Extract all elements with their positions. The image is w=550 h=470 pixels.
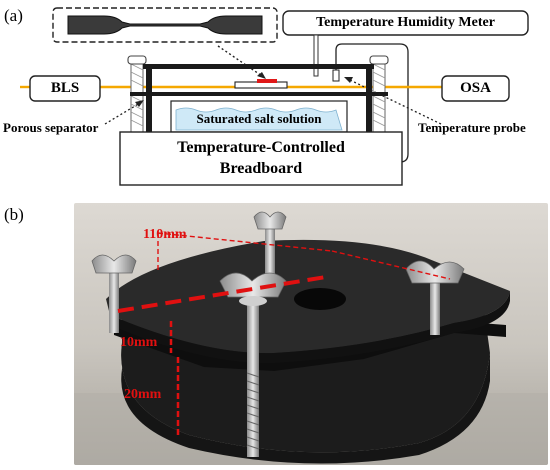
bolt-left (109, 265, 119, 333)
osa-box (441, 75, 510, 102)
bls-label: BLS (50, 80, 80, 96)
bolt-right (430, 273, 440, 335)
wing-nut-left (91, 254, 137, 274)
breadboard-label-line2: Breadboard (219, 159, 303, 177)
solution-label: Saturated salt solution (196, 111, 322, 126)
schematic-diagram (20, 7, 529, 186)
temperature-humidity-meter-box (282, 10, 529, 36)
dim-10mm-label: 10mm (120, 335, 158, 350)
right-post (366, 64, 372, 132)
left-wing-nut (127, 55, 147, 65)
probe-pointer-line (349, 79, 442, 125)
porous-separator-label: Porous separator (3, 120, 99, 135)
meter-label: Temperature Humidity Meter (316, 15, 495, 30)
device-photograph (74, 203, 548, 465)
dim-110mm-label: 110mm (143, 227, 187, 242)
central-hole (294, 288, 346, 310)
bolt-back (265, 227, 275, 279)
washer-front (239, 296, 267, 306)
breadboard-box (119, 131, 403, 186)
dim-110-diameter-line (117, 275, 327, 313)
inset-pointer-arrowhead (257, 72, 266, 79)
osa-label: OSA (460, 80, 491, 96)
specimen-inset-dashed-box (52, 7, 278, 43)
left-bolt-thread (130, 63, 144, 127)
temperature-probe-head (332, 69, 340, 82)
bls-box (29, 75, 101, 102)
probe-pointer-arrowhead (344, 77, 353, 83)
device-photo-illustration (74, 203, 548, 465)
panel-b-label: (b) (4, 205, 24, 224)
temperature-probe-label: Temperature probe (418, 120, 526, 135)
meter-lead (313, 34, 319, 77)
separator-pointer-arrowhead (135, 100, 144, 107)
right-bolt-thread (372, 63, 386, 127)
middle-plate (130, 92, 388, 96)
dim-110-top-guide (157, 232, 333, 252)
wing-nut-right (405, 260, 465, 284)
bolt-front-thread (246, 372, 260, 450)
dim-110-right-guide (331, 250, 451, 280)
top-plate (143, 64, 374, 69)
sample (257, 79, 277, 83)
inset-pointer-line (217, 45, 263, 77)
saturated-salt-solution (175, 107, 343, 131)
right-wing-nut (369, 55, 389, 65)
probe-cable (335, 43, 409, 163)
breadboard-label-line1: Temperature-Controlled (177, 138, 345, 156)
dogbone-specimen (67, 15, 263, 35)
wing-nut-back (253, 211, 287, 230)
left-post (146, 64, 152, 132)
panel-a-label: (a) (4, 6, 23, 25)
dim-20mm-label: 20mm (124, 387, 162, 402)
